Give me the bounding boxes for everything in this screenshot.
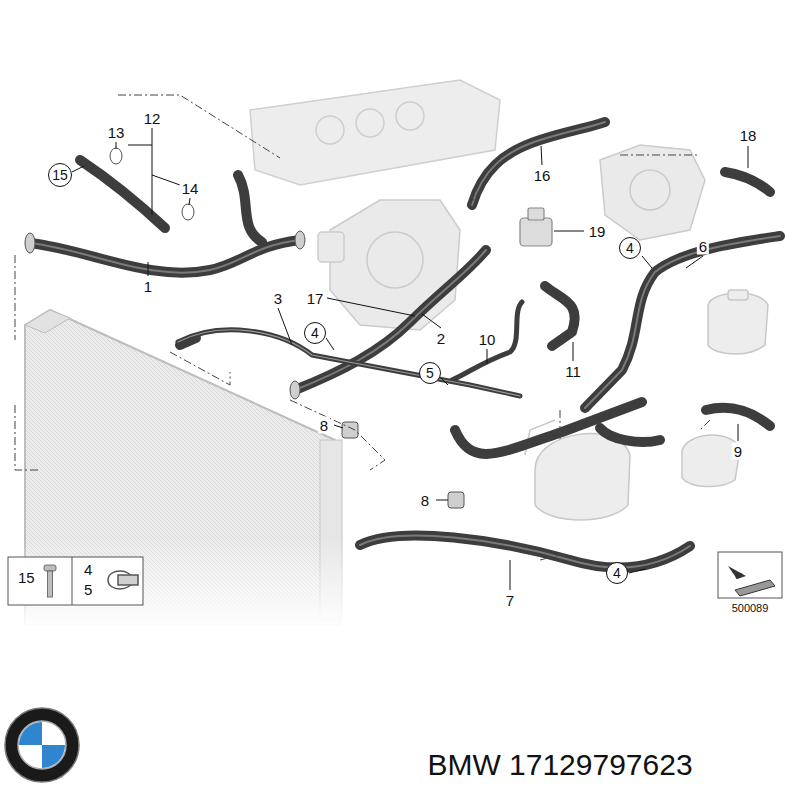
assembly-lines — [15, 95, 710, 560]
callout-number: 6 — [697, 238, 709, 255]
callout-number: 4 — [311, 326, 319, 340]
callout-number: 11 — [563, 363, 583, 380]
callout-number: 1 — [142, 278, 154, 295]
orientation-icon — [718, 552, 782, 598]
fastener-key — [8, 557, 143, 605]
water-pump — [318, 200, 460, 330]
callout-circle: 4 — [619, 237, 641, 259]
callout-number: 8 — [419, 492, 431, 509]
callout-circle: 4 — [304, 322, 326, 344]
callout-number: 5 — [426, 366, 434, 380]
cylinder-head — [250, 80, 500, 185]
brand-logo — [5, 708, 79, 782]
coolant-hoses — [30, 122, 780, 567]
callout-circle: 4 — [606, 562, 628, 584]
callout-number: 16 — [532, 167, 553, 184]
callout-number: 10 — [477, 331, 498, 348]
fastener-key-box: 1545 — [8, 557, 143, 605]
callout-number: 4 — [84, 562, 92, 577]
part-number: BMW 17129797623 — [425, 749, 694, 781]
callout-number: 4 — [626, 241, 634, 255]
callout-number: 8 — [318, 417, 330, 434]
callout-number: 13 — [106, 124, 127, 141]
coolant-valve — [600, 145, 705, 240]
callout-number: 5 — [84, 582, 92, 597]
callout-number: 17 — [305, 290, 326, 307]
callout-number: 4 — [613, 566, 621, 580]
callout-number: 15 — [52, 168, 68, 182]
callout-number: 15 — [18, 570, 35, 585]
diagram-id: 500089 — [730, 602, 771, 615]
callout-number: 18 — [738, 127, 759, 144]
callout-number: 3 — [272, 290, 284, 307]
callout-number: 14 — [180, 180, 201, 197]
callout-number: 19 — [587, 223, 608, 240]
callout-number: 12 — [142, 110, 163, 127]
callout-number: 2 — [435, 330, 447, 347]
valve-19 — [520, 208, 552, 246]
callout-circle: 15 — [48, 163, 73, 188]
leader-lines — [72, 128, 748, 590]
callout-number: 9 — [732, 443, 744, 460]
fittings — [25, 148, 464, 508]
callout-number: 7 — [504, 592, 516, 609]
callout-circle: 5 — [419, 362, 441, 384]
